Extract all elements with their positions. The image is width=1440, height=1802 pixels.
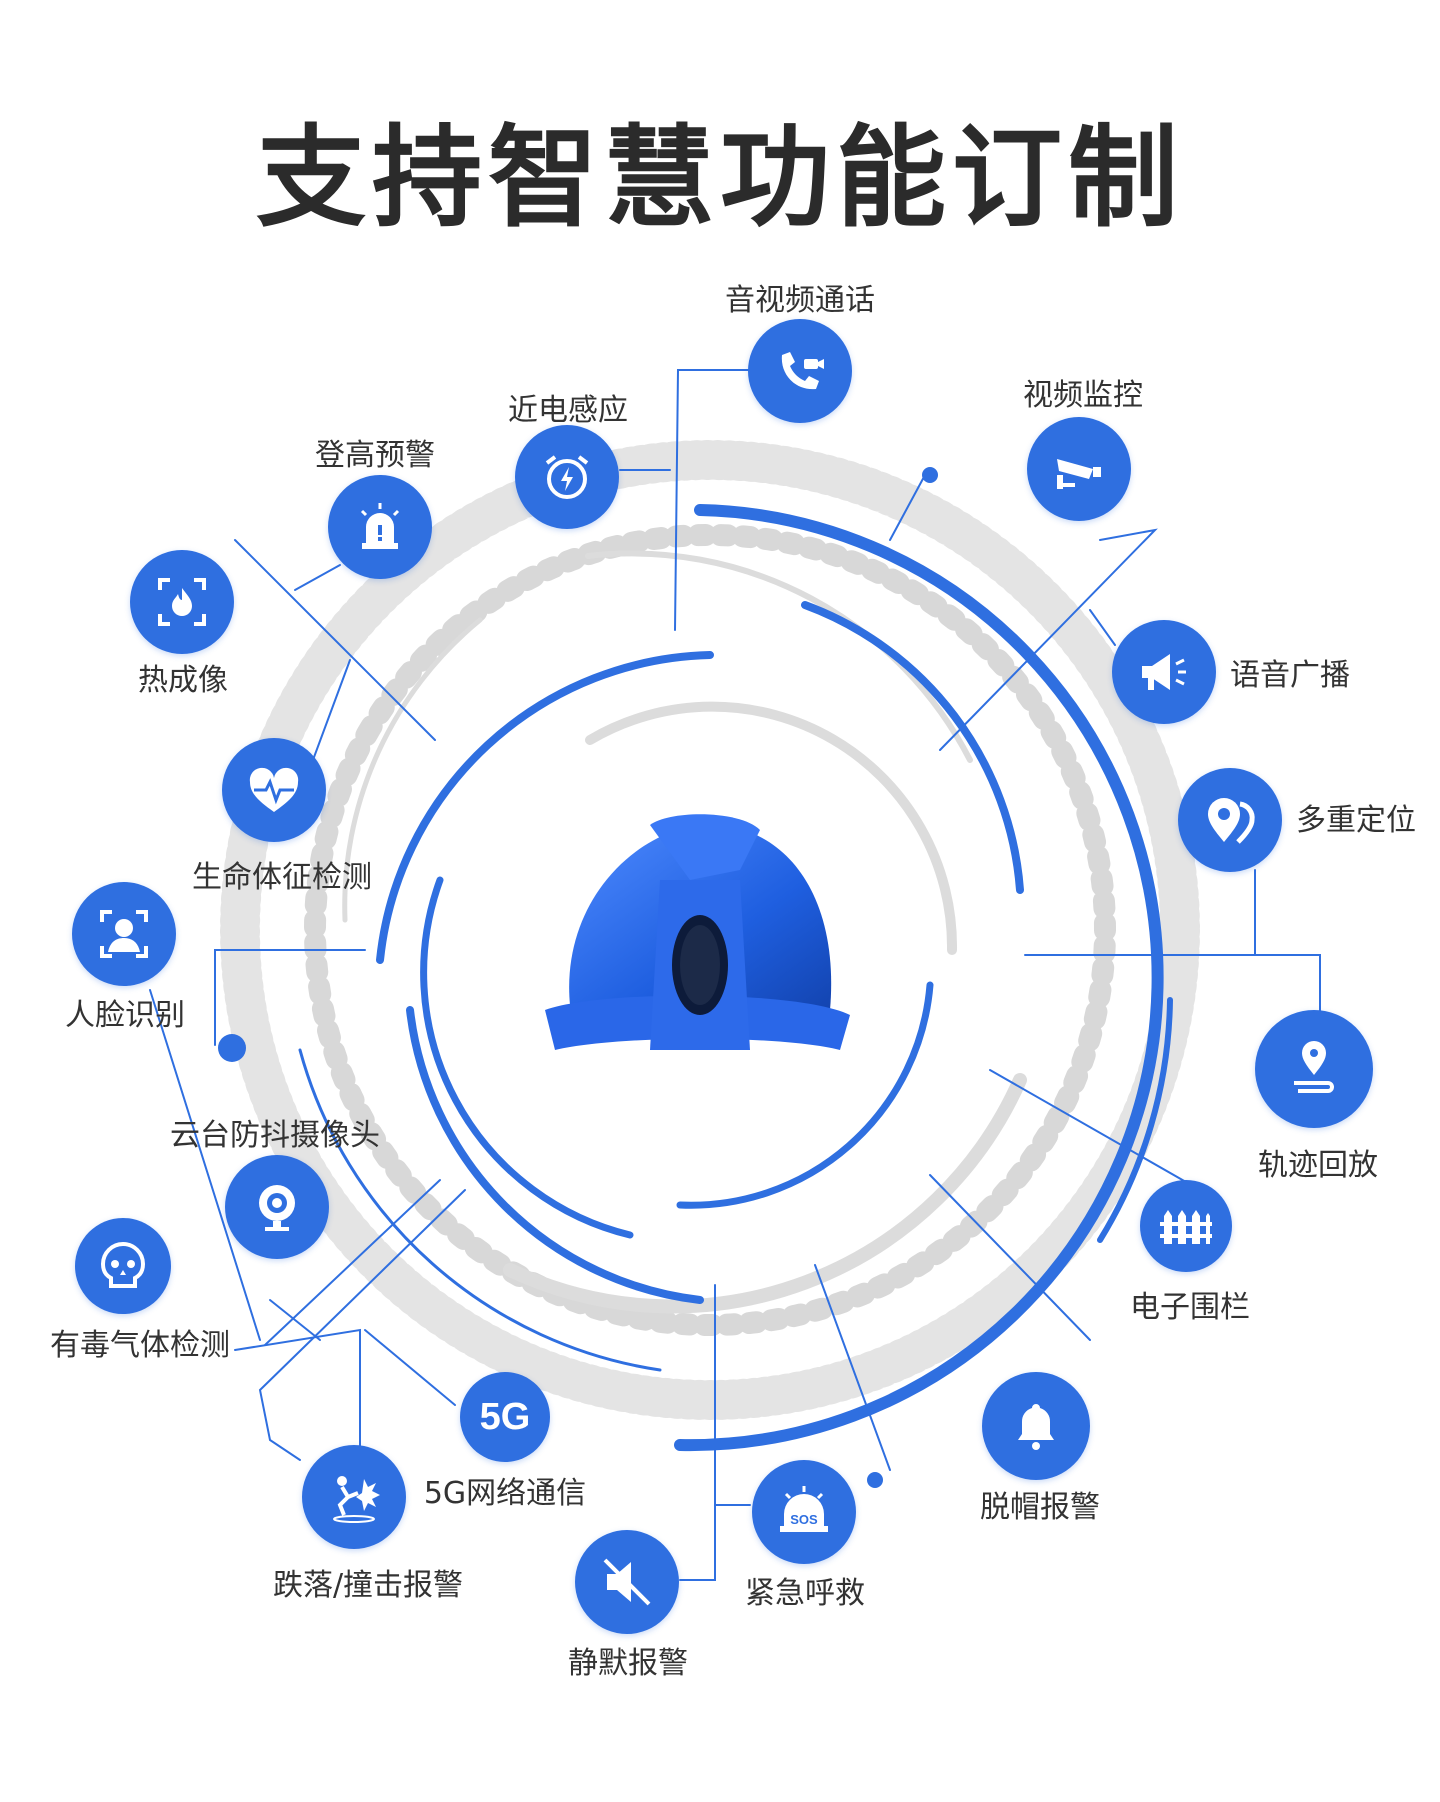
fence-icon xyxy=(1160,1210,1212,1244)
cctv-camera-icon xyxy=(1057,459,1101,489)
track-playback-icon[interactable] xyxy=(1255,1010,1373,1128)
toxic-gas-icon[interactable] xyxy=(75,1218,171,1314)
multi-location-label: 多重定位 xyxy=(1296,803,1416,838)
geo-fence-icon[interactable] xyxy=(1140,1180,1232,1272)
sos-text: SOS xyxy=(790,1512,818,1527)
height-warning-icon[interactable] xyxy=(328,475,432,579)
proximity-label: 近电感应 xyxy=(508,393,628,428)
thermal-label: 热成像 xyxy=(138,663,228,698)
heart-pulse-icon xyxy=(249,767,299,812)
webcam-icon xyxy=(259,1185,295,1231)
face-recognition-label: 人脸识别 xyxy=(65,998,185,1033)
location-pin-icon xyxy=(1208,798,1255,844)
helmet-off-icon[interactable] xyxy=(982,1372,1090,1480)
face-recognition-icon[interactable] xyxy=(72,882,176,986)
sos-siren-icon: SOS xyxy=(780,1486,828,1532)
skull-icon xyxy=(100,1241,146,1288)
helmet-off-label: 脱帽报警 xyxy=(980,1490,1100,1525)
voice-broadcast-label: 语音广播 xyxy=(1230,658,1350,693)
silent-alarm-label: 静默报警 xyxy=(568,1646,688,1681)
fall-impact-icon-glyph xyxy=(333,1476,380,1523)
gimbal-camera-icon[interactable] xyxy=(225,1155,329,1259)
face-scan-icon xyxy=(100,910,148,958)
av-call-label: 音视频通话 xyxy=(725,283,875,318)
geo-fence-label: 电子围栏 xyxy=(1130,1290,1250,1325)
fall-impact-icon[interactable] xyxy=(302,1445,406,1549)
5g-icon: 5G xyxy=(479,1395,531,1438)
megaphone-icon xyxy=(1142,654,1186,690)
multi-location-icon[interactable] xyxy=(1178,768,1282,872)
bell-icon xyxy=(1018,1404,1054,1450)
height-warning-label: 登高预警 xyxy=(315,438,435,473)
phone-video-icon xyxy=(781,352,824,390)
page-title: 支持智慧功能订制 xyxy=(256,114,1184,242)
alarm-clock-bolt-icon xyxy=(545,455,589,499)
mute-speaker-icon xyxy=(603,1558,651,1606)
toxic-gas-label: 有毒气体检测 xyxy=(50,1328,230,1363)
track-playback-label: 轨迹回放 xyxy=(1258,1148,1378,1183)
silent-alarm-icon[interactable] xyxy=(575,1530,679,1634)
sos-label: 紧急呼救 xyxy=(745,1576,865,1611)
5g-icon-wrap[interactable]: 5G xyxy=(460,1372,550,1462)
fall-impact-label: 跌落/撞击报警 xyxy=(272,1568,464,1603)
flame-scan-icon xyxy=(158,578,206,626)
thermal-icon[interactable] xyxy=(130,550,234,654)
vital-signs-icon[interactable] xyxy=(222,738,326,842)
warning-light-icon xyxy=(360,503,400,549)
video-monitor-icon[interactable] xyxy=(1027,417,1131,521)
proximity-icon[interactable] xyxy=(515,425,619,529)
5g-label: 5G网络通信 xyxy=(423,1476,587,1511)
video-monitor-label: 视频监控 xyxy=(1023,378,1143,413)
helmet-icon xyxy=(545,814,850,1050)
voice-broadcast-icon[interactable] xyxy=(1112,620,1216,724)
sos-icon[interactable]: SOS xyxy=(752,1460,856,1564)
smart-helmet xyxy=(540,810,860,1104)
vital-signs-label: 生命体征检测 xyxy=(192,860,372,895)
av-call-icon[interactable] xyxy=(748,319,852,423)
gimbal-camera-label: 云台防抖摄像头 xyxy=(170,1118,380,1153)
route-pin-icon xyxy=(1294,1041,1334,1093)
